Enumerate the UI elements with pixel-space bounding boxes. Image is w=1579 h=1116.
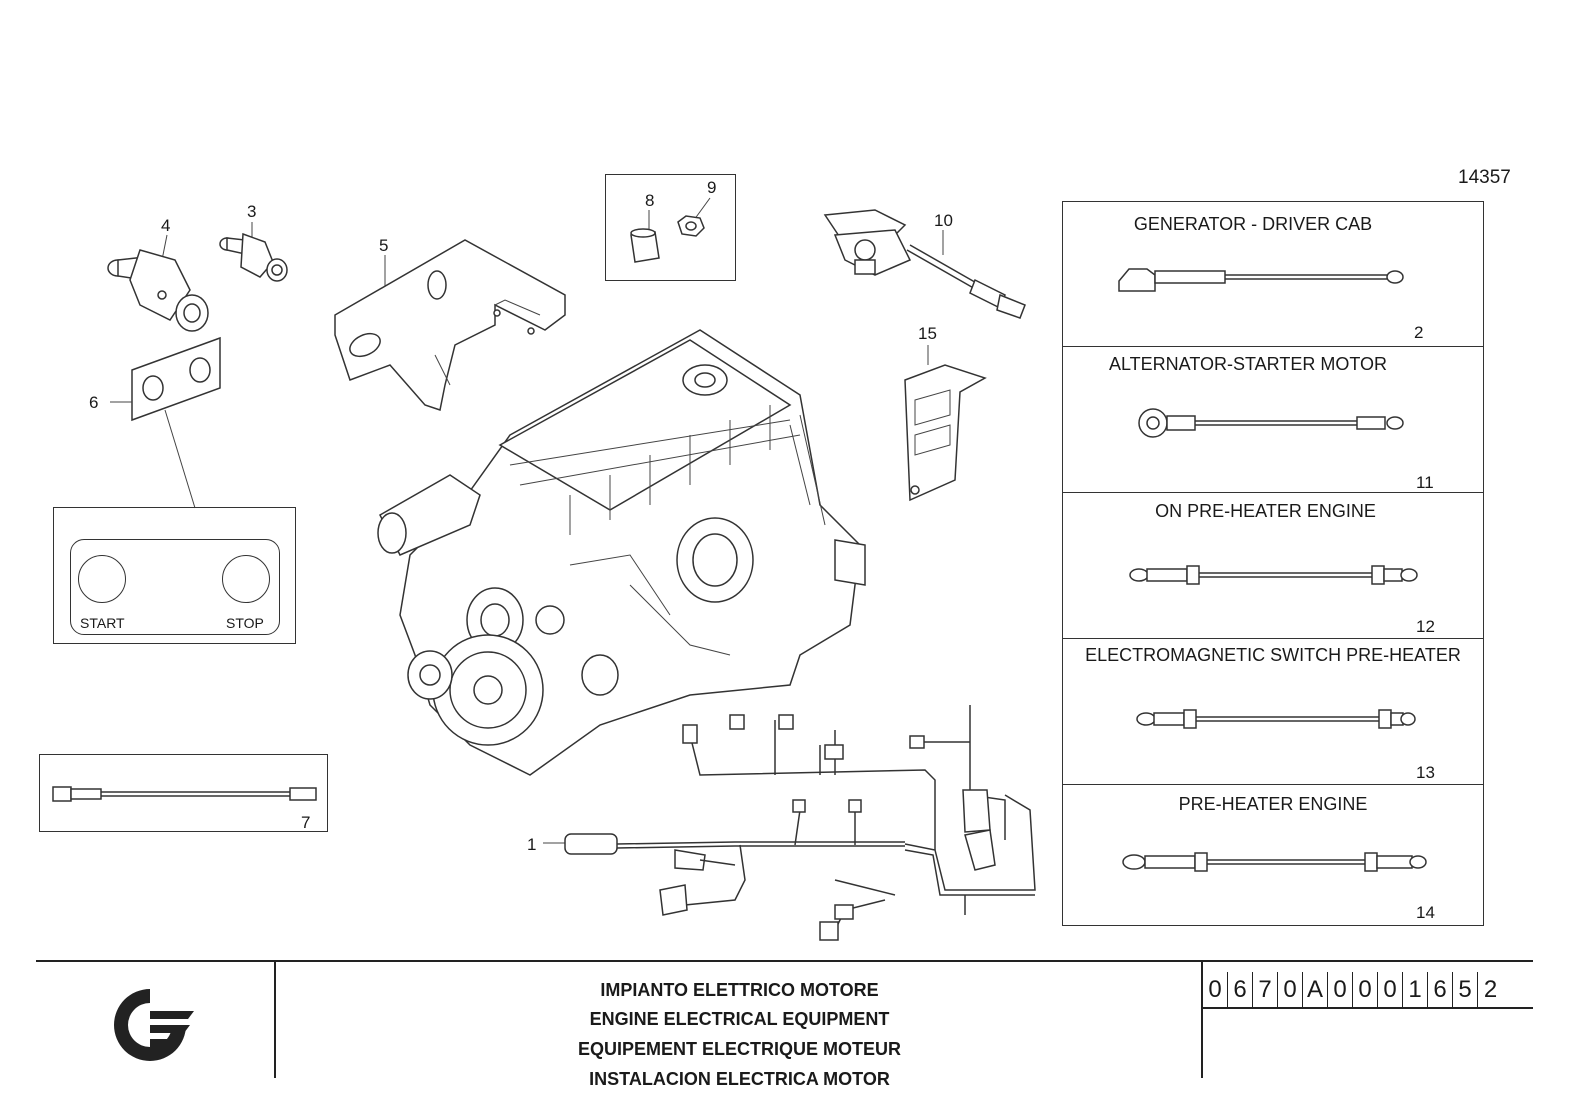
cable-7-illustration [52,786,317,802]
cable-2-illustration [1118,268,1404,292]
callout-4: 4 [161,216,171,235]
callout-5: 5 [379,236,389,255]
title-french: EQUIPEMENT ELECTRIQUE MOTEUR [577,1039,901,1059]
callout-9: 9 [707,178,717,197]
panel-title: ON PRE-HEATER ENGINE [1155,501,1376,521]
cable-11-illustration [1138,408,1404,438]
code-char: A [1303,972,1328,1007]
bracket-15-illustration [904,345,987,502]
panel-title: ELECTROMAGNETIC SWITCH PRE-HEATER [1085,645,1461,665]
code-char: 7 [1253,972,1278,1007]
callout-2: 2 [1414,323,1424,342]
panel-title: ALTERNATOR-STARTER MOTOR [1108,354,1388,374]
sensor-10-illustration [823,209,1026,319]
code-char: 2 [1483,976,1498,1003]
parts-8-9-panel [605,174,736,281]
bracket-5-illustration [334,239,566,411]
cable-panel-2: GENERATOR - DRIVER CAB 2 [1062,201,1484,347]
gasket-6-illustration [110,336,221,509]
engine-illustration [377,329,866,776]
callout-11: 11 [1416,473,1434,492]
code-char: 0 [1353,972,1378,1007]
harness-1-illustration [543,705,1036,941]
code-char: 0 [1278,972,1303,1007]
start-stop-faceplate [70,539,280,635]
title-block-top-border [36,960,1533,962]
cable-panels-frame [1062,201,1484,926]
cable-13-illustration [1136,709,1416,729]
drawing-number: 14357 [1458,167,1511,188]
cable-14-illustration [1122,852,1427,872]
callout-6: 6 [89,393,99,412]
start-stop-panel [53,507,296,644]
title-english: ENGINE ELECTRICAL EQUIPMENT [589,1009,890,1029]
code-char: 0 [1378,972,1403,1007]
title-block-divider-right [1201,960,1203,1078]
start-button[interactable] [78,555,126,603]
callout-12: 12 [1416,617,1435,636]
code-underline [1201,1007,1533,1009]
pin-8-illustration [630,210,660,263]
cable-panel-13: ELECTROMAGNETIC SWITCH PRE-HEATER 13 [1062,639,1484,785]
title-spanish: INSTALACION ELECTRICA MOTOR [589,1069,890,1089]
code-char: 1 [1403,972,1428,1007]
stop-button[interactable] [222,555,270,603]
nut-9-illustration [677,197,711,237]
code-char: 6 [1228,972,1253,1007]
panel-title: GENERATOR - DRIVER CAB [1133,214,1373,234]
code-char: 0 [1328,972,1353,1007]
cable-12-illustration [1129,565,1418,585]
callout-7: 7 [301,813,311,832]
company-logo-icon [114,989,194,1061]
cable-panel-11: ALTERNATOR-STARTER MOTOR 11 [1062,347,1484,493]
callout-8: 8 [645,191,655,210]
cable-7-panel [39,754,328,832]
panel-title: PRE-HEATER ENGINE [1178,794,1368,814]
callout-10: 10 [934,211,953,230]
title-block-divider-left [274,960,276,1078]
cable-panel-12: ON PRE-HEATER ENGINE 12 [1062,493,1484,639]
start-label: START [80,615,125,631]
callout-13: 13 [1416,763,1435,782]
cable-panel-14: PRE-HEATER ENGINE 14 [1062,785,1484,926]
callout-3: 3 [247,202,257,221]
code-char: 5 [1453,972,1478,1007]
sensor-3-illustration [219,222,288,282]
stop-label: STOP [226,615,264,631]
code-char: 6 [1428,972,1453,1007]
callout-1: 1 [527,835,537,854]
code-char: 0 [1203,972,1228,1007]
callout-15: 15 [918,324,937,343]
title-italian: IMPIANTO ELETTRICO MOTORE [600,980,879,1000]
sensor-4-illustration [107,234,209,332]
callout-14: 14 [1416,903,1435,922]
